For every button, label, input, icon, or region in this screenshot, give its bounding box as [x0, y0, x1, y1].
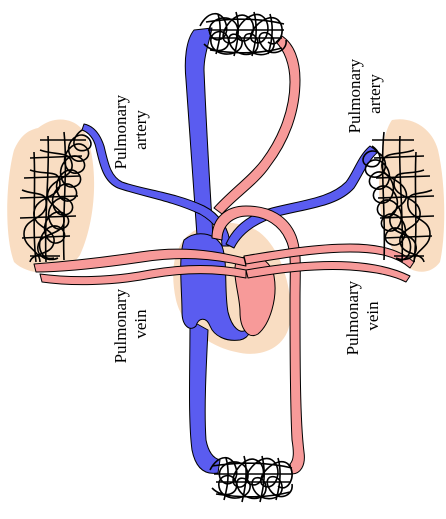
bottom-capillary-bed [210, 456, 292, 502]
label-pulmonary-vein-right: Pulmonary vein [343, 277, 382, 356]
top-capillary-bed [200, 12, 286, 56]
label-pulmonary-artery-left: Pulmonary artery [111, 91, 150, 170]
label-pulmonary-vein-left: Pulmonary vein [111, 285, 150, 364]
label-pulmonary-artery-right: Pulmonary artery [345, 55, 384, 134]
upper-body-return [214, 36, 300, 214]
